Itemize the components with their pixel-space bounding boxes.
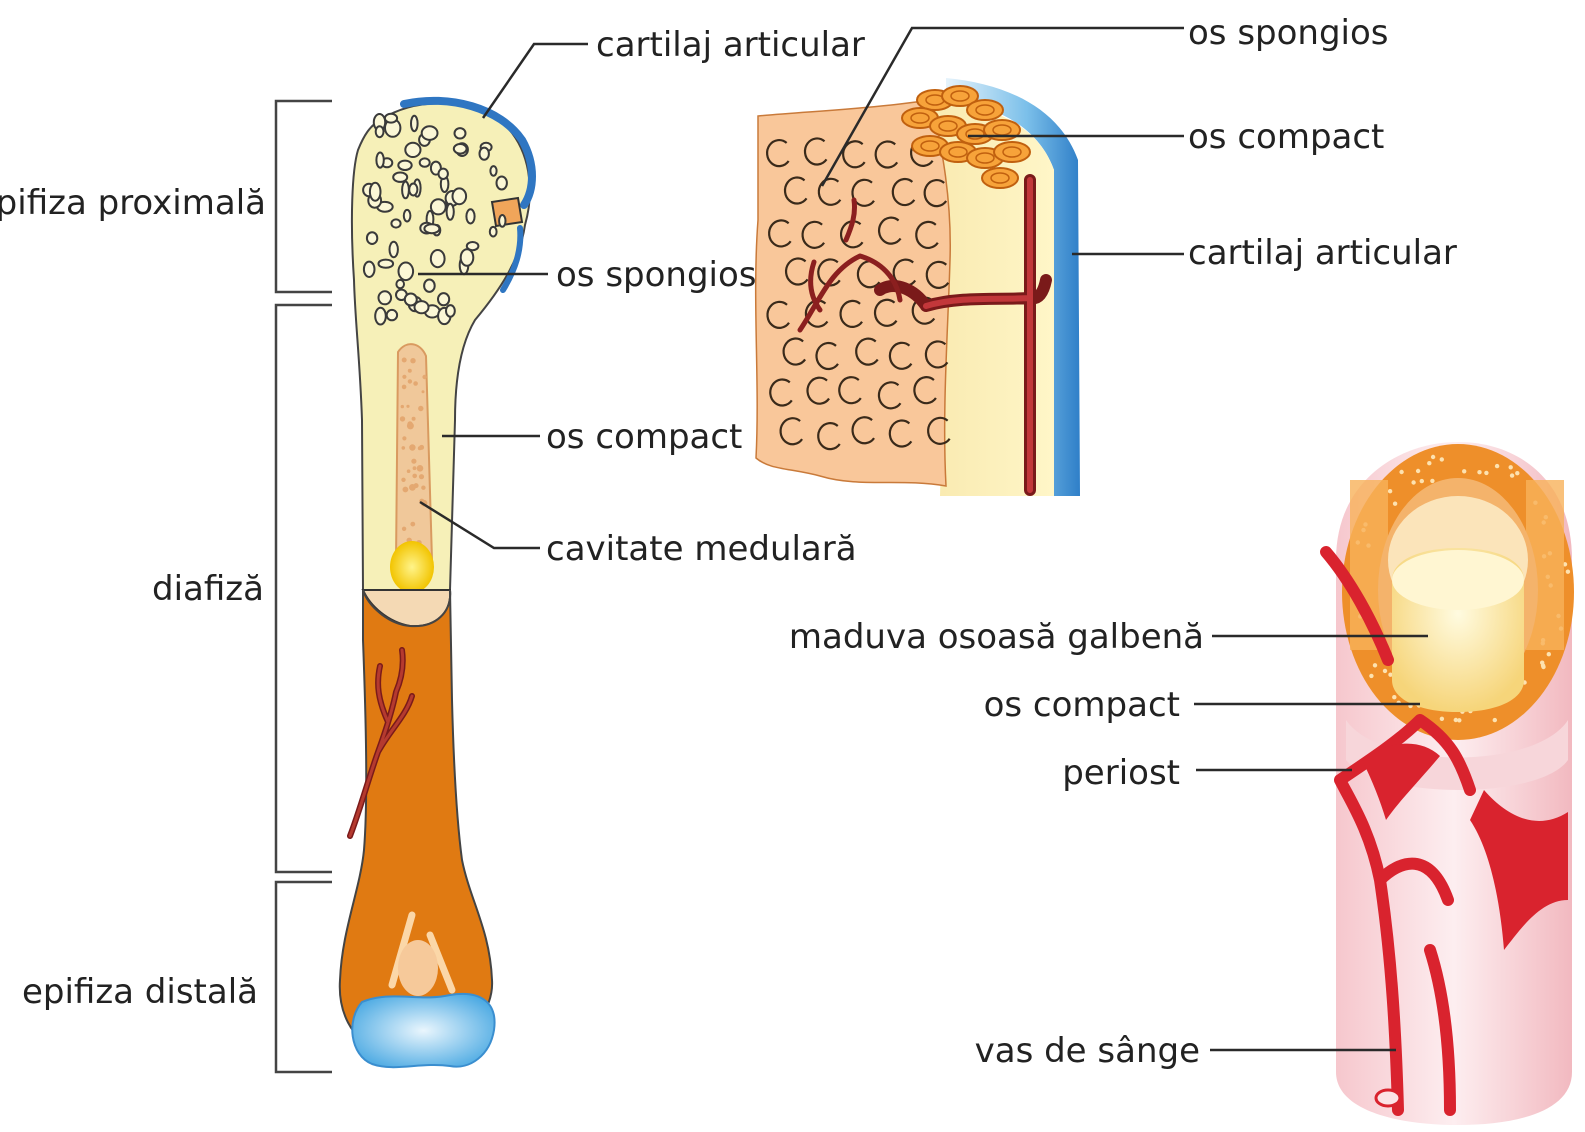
medullary-cavity <box>396 344 432 573</box>
label-section-cartilaj-articular: cartilaj articular <box>1188 233 1457 273</box>
label-vas-de-sange: vas de sânge <box>975 1031 1200 1071</box>
yellow-marrow-glow <box>390 541 434 593</box>
leader-cartilaj-articular <box>483 44 588 118</box>
label-os-compact: os compact <box>546 417 742 457</box>
label-epifiza-distala: epifiza distală <box>22 972 258 1012</box>
shaft-cross-section-illustration <box>1326 442 1574 1125</box>
label-diafiza: diafiză <box>152 569 264 609</box>
label-epifiza-proximala: epifiza proximală <box>0 183 266 223</box>
label-section-os-spongios: os spongios <box>1188 13 1389 53</box>
bracket-diafiza <box>276 305 332 872</box>
label-os-spongios: os spongios <box>556 255 757 295</box>
bracket-epifiza-distala <box>276 882 332 1072</box>
bracket-epifiza-proximala <box>276 101 332 292</box>
bone-section-illustration <box>756 78 1080 496</box>
long-bone-illustration <box>276 101 532 1072</box>
label-os-compact-shaft: os compact <box>984 685 1180 725</box>
label-maduva-osoasa-galbena: maduva osoasă galbenă <box>789 617 1204 657</box>
label-cartilaj-articular: cartilaj articular <box>596 25 865 65</box>
label-cavitate-medulara: cavitate medulară <box>546 529 857 569</box>
label-periost: periost <box>1062 753 1180 793</box>
label-section-os-compact: os compact <box>1188 117 1384 157</box>
distal-articular-cartilage <box>352 994 494 1067</box>
